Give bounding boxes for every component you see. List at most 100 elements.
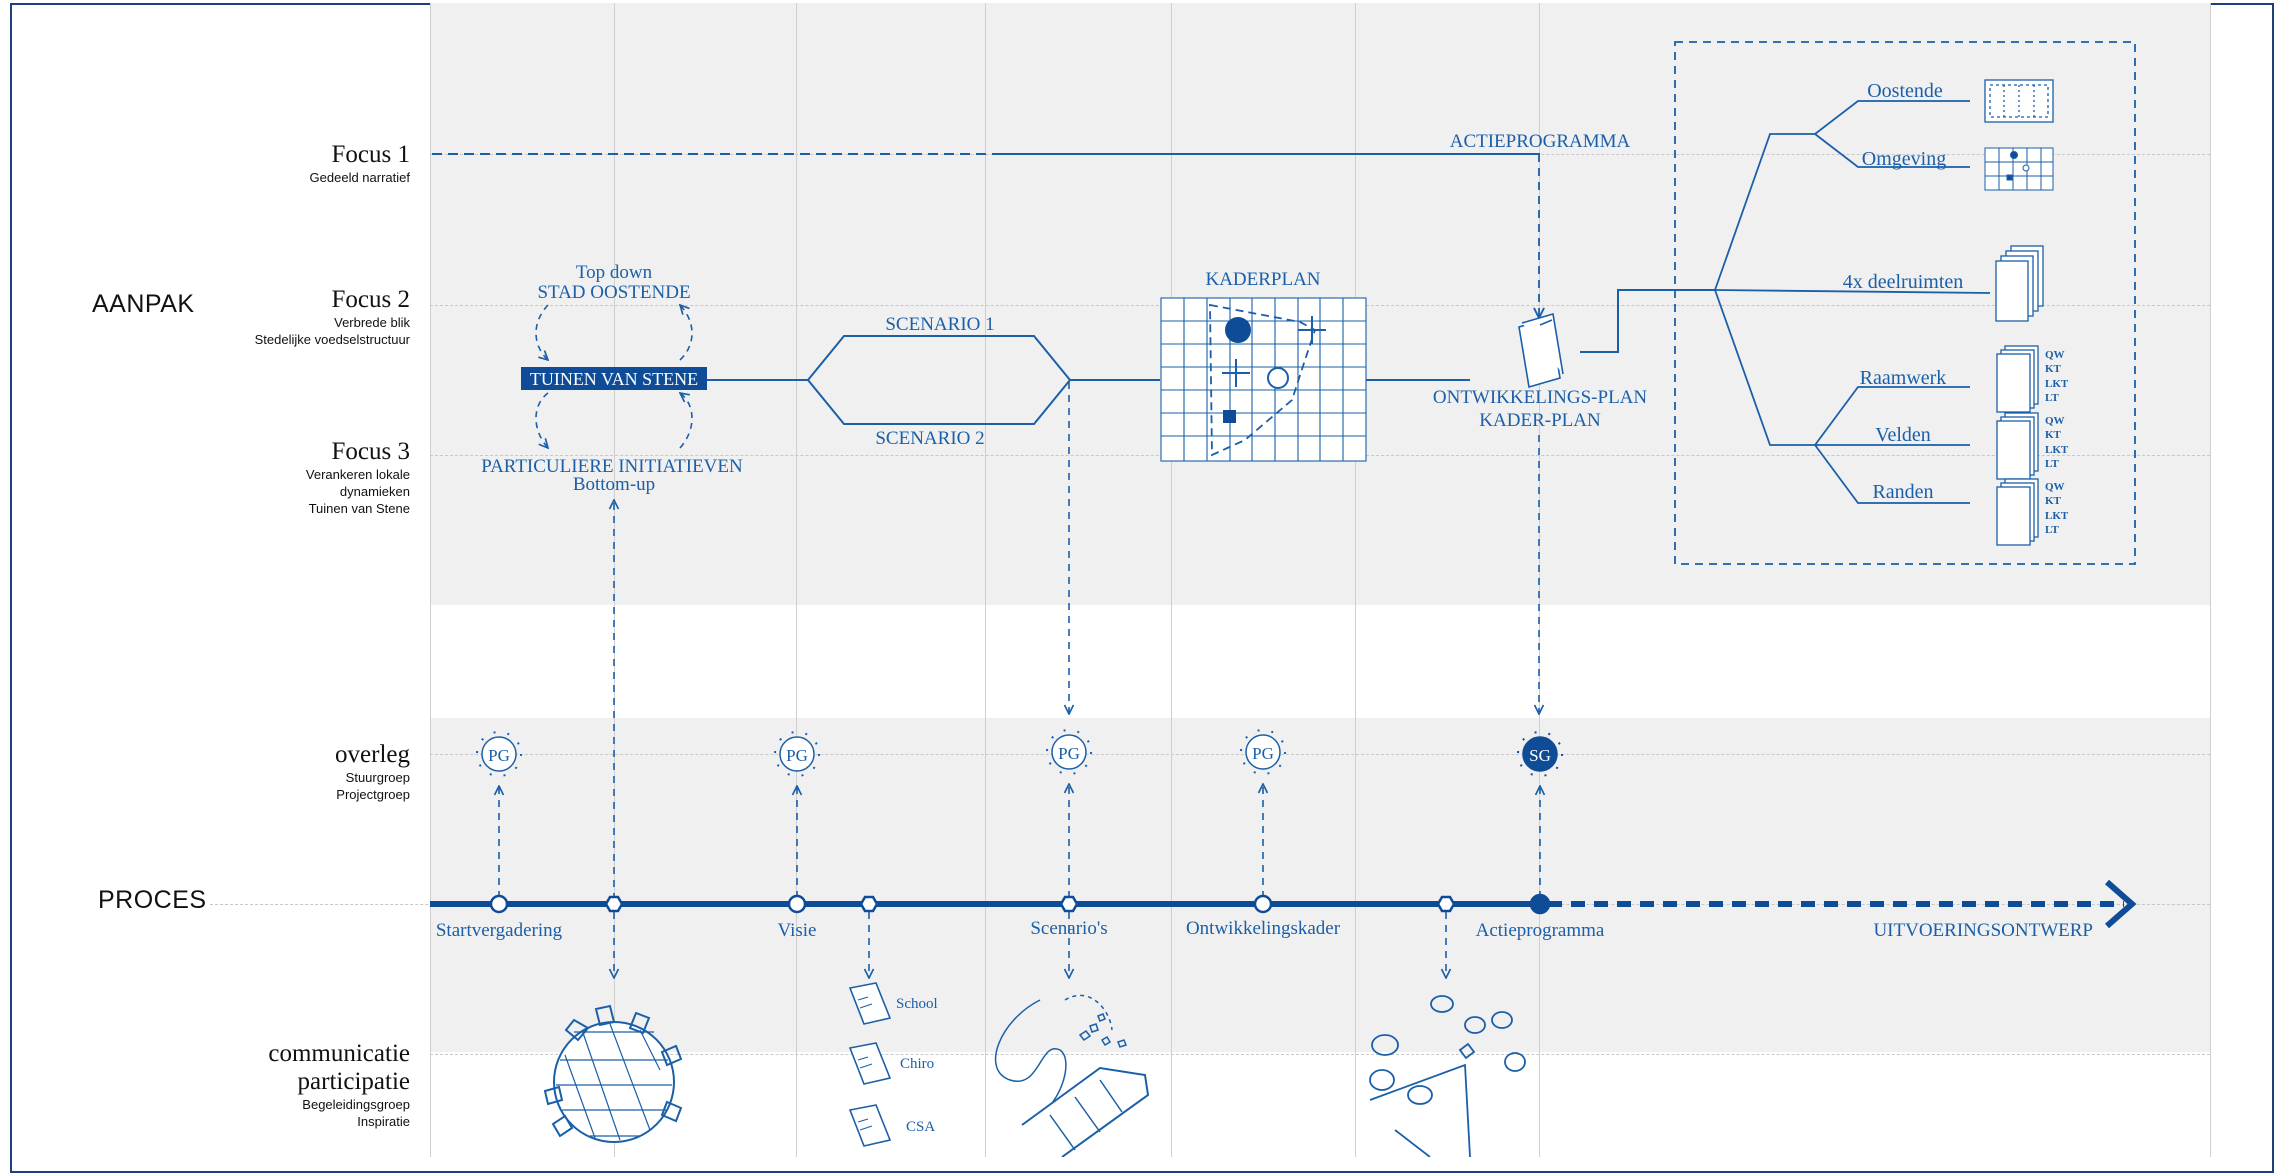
focus3-sub: Verankeren lokale xyxy=(305,467,410,482)
stack-tags: QW KT LKT LT QW KT LKT LT QW KT LKT LT xyxy=(2045,349,2069,536)
milestone-hex xyxy=(859,895,879,913)
tag-kt: KT xyxy=(2045,429,2062,441)
milestone-dot xyxy=(1253,894,1273,914)
timeline-arrowhead xyxy=(2105,879,2137,929)
loop-arrow xyxy=(680,305,693,361)
tag-lkt: LKT xyxy=(2045,444,2069,456)
ontwikkelingsplan-label: ONTWIKKELINGS-PLAN xyxy=(1433,387,1648,408)
grid-line xyxy=(796,3,797,1157)
scenario1-label: SCENARIO 1 xyxy=(885,314,994,335)
focus2-title: Focus 2 xyxy=(331,286,410,313)
kaderplan-outline xyxy=(1209,303,1317,457)
loop-arrow xyxy=(535,392,548,448)
timeline-milestones xyxy=(489,893,1551,915)
tree-branches xyxy=(1714,100,1991,504)
pg-node-label: PG xyxy=(488,746,510,765)
focus1-title: Focus 1 xyxy=(331,141,410,168)
participation-connectors xyxy=(614,912,1446,978)
guide-communicatie xyxy=(430,1054,2210,1055)
tag-qw: QW xyxy=(2045,415,2065,427)
overleg-connectors xyxy=(499,784,1540,898)
bus-scene-illustration xyxy=(994,994,1150,1157)
milestone-uitvoeringsontwerp: UITVOERINGSONTWERP xyxy=(1873,920,2093,941)
overleg-title: overleg xyxy=(335,741,410,768)
milestone-dot xyxy=(489,894,509,914)
milestone-dot-active xyxy=(1529,893,1551,915)
milestone-hex xyxy=(1436,895,1456,913)
output-box xyxy=(1674,41,2136,565)
document-stack-icon xyxy=(1995,245,2044,322)
document-stack-icon xyxy=(1996,345,2039,413)
pg-node-label: PG xyxy=(1252,744,1274,763)
document-stack-icon xyxy=(1996,412,2039,480)
bracket-line xyxy=(1580,289,1715,353)
tag-lt: LT xyxy=(2045,392,2059,404)
overleg-nodes: PG PG PG PG SG xyxy=(476,729,1563,777)
milestone-hex xyxy=(604,895,624,913)
overleg-sub: Stuurgroep xyxy=(345,770,410,785)
randen-label: Randen xyxy=(1872,481,1933,503)
participatie-title: participatie xyxy=(297,1068,410,1095)
focus2-sub: Verbrede blik xyxy=(334,315,410,330)
loop-arrow xyxy=(535,304,548,360)
pg-node: PG xyxy=(1240,729,1286,775)
participation-chiro: Chiro xyxy=(900,1056,934,1072)
communicatie-title: communicatie xyxy=(268,1040,410,1067)
guide-overleg xyxy=(430,754,2210,755)
loop-arrow xyxy=(680,393,693,449)
label-focus3: Focus 3 Verankeren lokale dynamieken Tui… xyxy=(306,438,410,517)
focus3-sub: dynamieken xyxy=(339,484,410,499)
kaderplan-label: KADERPLAN xyxy=(1205,269,1320,290)
overleg-band xyxy=(430,718,2210,1052)
participation-school: School xyxy=(896,996,938,1012)
milestone-hex xyxy=(1059,895,1079,913)
tag-kt: KT xyxy=(2045,495,2062,507)
particuliere-label: PARTICULIERE INITIATIEVEN xyxy=(481,456,743,477)
tag-lt: LT xyxy=(2045,524,2059,536)
tag-qw: QW xyxy=(2045,481,2065,493)
tag-lt: LT xyxy=(2045,458,2059,470)
sg-node: SG xyxy=(1517,731,1563,777)
round-table-illustration xyxy=(543,1004,683,1143)
milestone-ontwikkelingskader: Ontwikkelingskader xyxy=(1186,918,1341,939)
deelruimten-label: 4x deelruimten xyxy=(1843,271,1964,293)
kaderplan-dot-open xyxy=(1267,367,1289,389)
book-icon xyxy=(1518,312,1564,389)
bottom-up-label: Bottom-up xyxy=(573,474,655,495)
tag-lkt: LKT xyxy=(2045,510,2069,522)
kaderplan-sub-label: KADER-PLAN xyxy=(1479,410,1601,431)
overleg-sub: Projectgroep xyxy=(336,787,410,802)
actieprogramma-label: ACTIEPROGRAMMA xyxy=(1450,131,1631,152)
label-overleg: overleg Stuurgroep Projectgroep xyxy=(335,741,410,803)
row-title-proces: PROCES xyxy=(98,886,207,914)
scenario-hexagon xyxy=(806,335,1072,425)
tag-lkt: LKT xyxy=(2045,378,2069,390)
velden-label: Velden xyxy=(1875,424,1931,446)
document-stack-icon xyxy=(1996,478,2039,546)
focus1-sub: Gedeeld narratief xyxy=(309,170,410,185)
tag-kt: KT xyxy=(2045,363,2062,375)
grid-line xyxy=(1171,3,1172,1157)
omgeving-label: Omgeving xyxy=(1862,148,1946,170)
pg-node: PG xyxy=(1046,729,1092,775)
grid-line xyxy=(1355,3,1356,1157)
pg-node: PG xyxy=(774,731,820,777)
label-communicatie: communicatie participatie Begeleidingsgr… xyxy=(268,1040,410,1130)
focus3-sub: Tuinen van Stene xyxy=(308,501,410,516)
communicatie-sub: Begeleidingsgroep xyxy=(302,1097,410,1112)
pg-node: PG xyxy=(476,731,522,777)
focus3-title: Focus 3 xyxy=(331,438,410,465)
focus2-sub: Stedelijke voedselstructuur xyxy=(254,332,410,347)
kaderplan-grid xyxy=(1160,297,1367,462)
row-title-aanpak: AANPAK xyxy=(92,290,195,318)
kaderplan-plus xyxy=(1298,316,1326,344)
pg-node-label: PG xyxy=(786,746,808,765)
grid-line xyxy=(614,3,615,1157)
kaderplan-plus xyxy=(1222,359,1250,387)
communicatie-sub: Inspiratie xyxy=(357,1114,410,1129)
milestone-actieprogramma: Actieprogramma xyxy=(1476,920,1605,941)
raamwerk-label: Raamwerk xyxy=(1860,367,1947,389)
tuinen-van-stene-box xyxy=(521,367,707,390)
oostende-label: Oostende xyxy=(1867,80,1943,102)
